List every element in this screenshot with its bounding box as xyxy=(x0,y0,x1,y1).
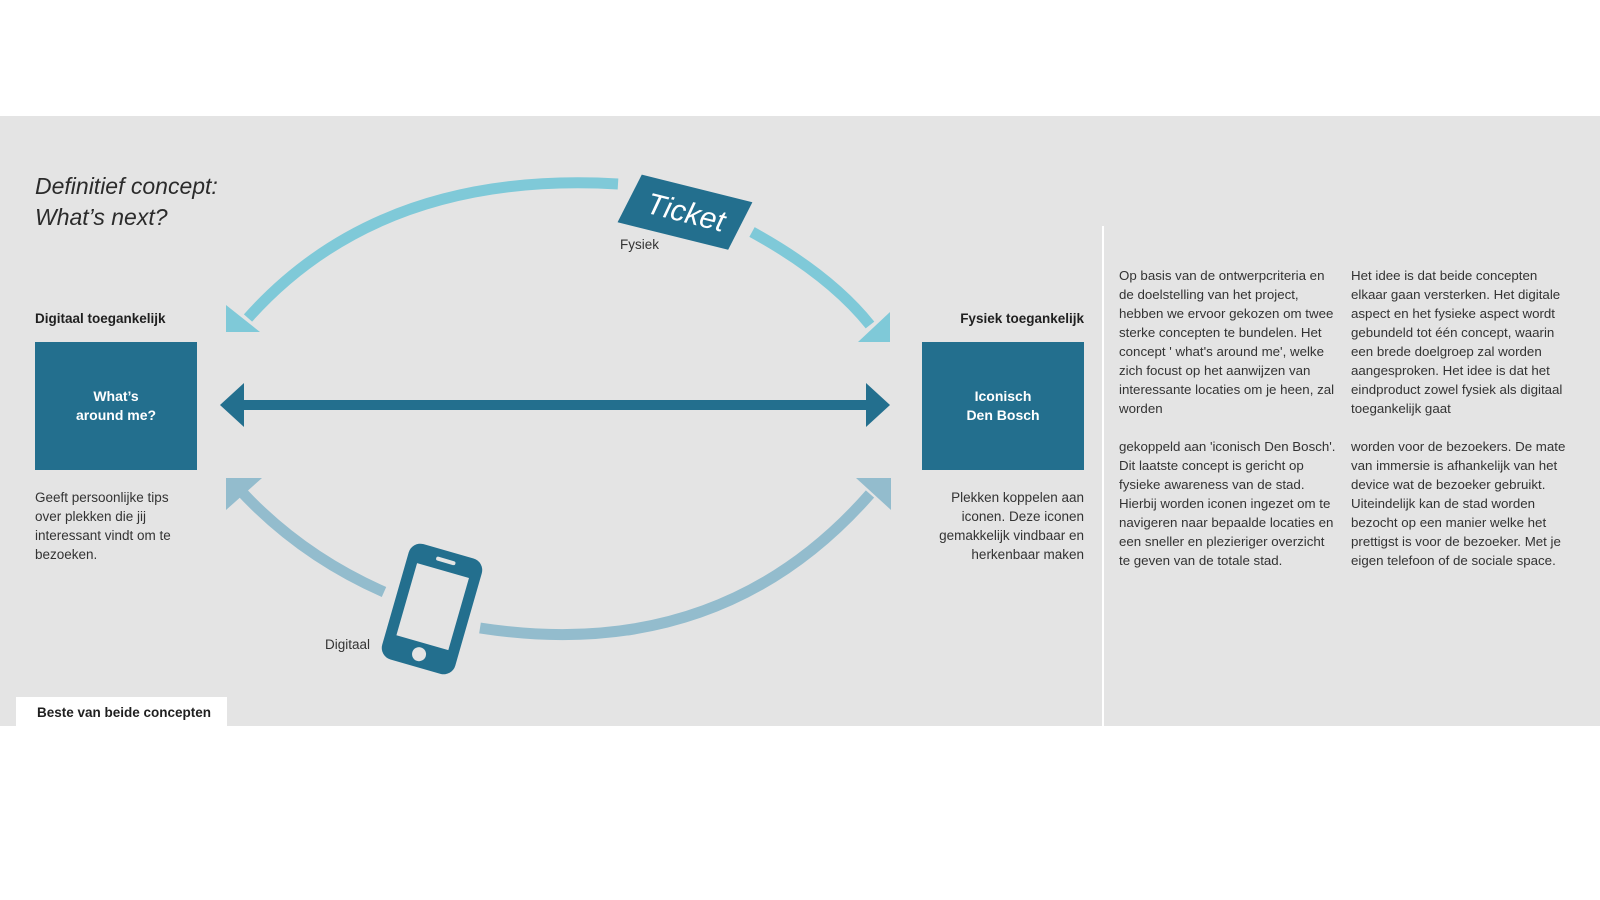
title-line-2: What’s next? xyxy=(35,204,168,230)
middle-arrow-left-head xyxy=(220,383,244,427)
bottom-left-arrowhead xyxy=(226,478,262,510)
column-2-paragraph-2: worden voor de bezoekers. De mate van im… xyxy=(1351,439,1566,568)
middle-arrow-right-head xyxy=(866,383,890,427)
left-description: Geeft persoonlijke tips over plekken die… xyxy=(35,490,171,562)
phone-icon xyxy=(381,543,483,675)
left-heading: Digitaal toegankelijk xyxy=(35,311,166,326)
middle-arrow-shaft xyxy=(240,400,870,410)
column-1-paragraph-2: gekoppeld aan 'iconisch Den Bosch'. Dit … xyxy=(1119,439,1336,568)
text-column-1: Op basis van de ontwerpcriteria en de do… xyxy=(1119,266,1337,589)
left-box-line-1: What’s xyxy=(93,388,139,404)
left-box-line-2: around me? xyxy=(75,407,157,423)
footer-tab-label: Beste van beide concepten xyxy=(37,704,212,720)
bottom-right-arc xyxy=(479,490,875,641)
column-2-paragraph-1: Het idee is dat beide concepten elkaar g… xyxy=(1351,268,1563,416)
right-description: Plekken koppelen aan iconen. Deze iconen… xyxy=(939,490,1084,562)
title-line-1: Definitief concept: xyxy=(35,173,218,199)
bottom-right-arrowhead xyxy=(856,478,891,510)
right-heading: Fysiek toegankelijk xyxy=(960,311,1084,326)
right-box-line-1: Iconisch xyxy=(974,388,1032,404)
top-left-arc xyxy=(243,177,619,322)
footer-tab[interactable]: Beste van beide concepten xyxy=(16,697,227,727)
fysiek-label: Fysiek xyxy=(620,237,660,252)
vertical-divider xyxy=(1102,226,1104,726)
iconisch-den-bosch-box: Iconisch Den Bosch xyxy=(922,342,1084,470)
right-box-line-2: Den Bosch xyxy=(966,407,1040,423)
top-left-arrowhead xyxy=(226,305,260,332)
ticket-icon: Ticket xyxy=(617,174,753,250)
text-column-2: Het idee is dat beide concepten elkaar g… xyxy=(1351,266,1569,589)
whats-around-me-box: What’s around me? xyxy=(35,342,197,470)
digitaal-label: Digitaal xyxy=(325,637,371,652)
page-title: Definitief concept: What’s next? xyxy=(35,171,218,233)
content-panel xyxy=(0,116,1600,726)
bottom-left-arc xyxy=(235,486,387,598)
column-1-paragraph-1: Op basis van de ontwerpcriteria en de do… xyxy=(1119,268,1335,416)
top-right-arrowhead xyxy=(858,312,890,342)
top-right-arc xyxy=(749,227,875,329)
